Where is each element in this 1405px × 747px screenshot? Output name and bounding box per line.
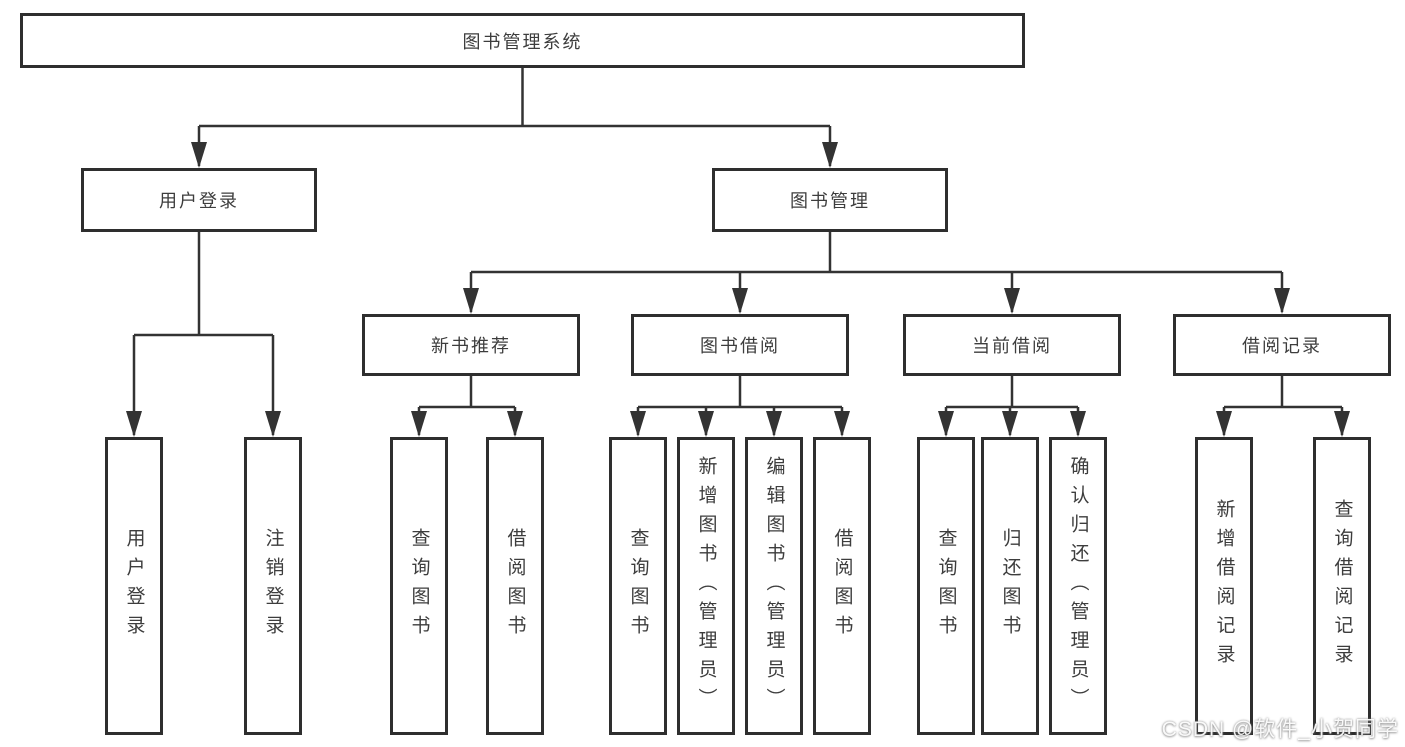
leaf-add-borrow-record: 新增借阅记录 <box>1195 437 1253 735</box>
leaf-return-books-label: 归还图书 <box>999 528 1021 644</box>
leaf-borrow-books-borrowing: 借阅图书 <box>813 437 871 735</box>
leaf-edit-books-admin: 编辑图书（管理员） <box>745 437 803 735</box>
leaf-query-borrow-record: 查询借阅记录 <box>1313 437 1371 735</box>
leaf-borrow-books-recommend-label: 借阅图书 <box>504 528 526 644</box>
connector-lines <box>132 68 1344 435</box>
leaf-query-books-recommend: 查询图书 <box>390 437 448 735</box>
leaf-query-books-recommend-label: 查询图书 <box>408 528 430 644</box>
node-library-system: 图书管理系统 <box>20 13 1025 68</box>
leaf-edit-books-admin-label: 编辑图书（管理员） <box>763 455 785 717</box>
node-new-book-recommendation: 新书推荐 <box>362 314 580 376</box>
leaf-return-books: 归还图书 <box>981 437 1039 735</box>
node-book-management: 图书管理 <box>712 168 948 232</box>
leaf-borrow-books-recommend: 借阅图书 <box>486 437 544 735</box>
leaf-logout-login: 注销登录 <box>244 437 302 735</box>
leaf-confirm-return-admin: 确认归还（管理员） <box>1049 437 1107 735</box>
leaf-query-books-current-label: 查询图书 <box>935 528 957 644</box>
leaf-confirm-return-admin-label: 确认归还（管理员） <box>1067 455 1089 717</box>
leaf-user-login-label: 用户登录 <box>123 528 145 644</box>
leaf-user-login: 用户登录 <box>105 437 163 735</box>
leaf-query-books-borrowing-label: 查询图书 <box>627 528 649 644</box>
arrowheads <box>126 142 1350 437</box>
leaf-logout-login-label: 注销登录 <box>262 528 284 644</box>
leaf-add-books-admin: 新增图书（管理员） <box>677 437 735 735</box>
leaf-add-borrow-record-label: 新增借阅记录 <box>1213 499 1235 673</box>
leaf-query-borrow-record-label: 查询借阅记录 <box>1331 499 1353 673</box>
leaf-borrow-books-borrowing-label: 借阅图书 <box>831 528 853 644</box>
node-borrowing-records: 借阅记录 <box>1173 314 1391 376</box>
leaf-query-books-current: 查询图书 <box>917 437 975 735</box>
leaf-query-books-borrowing: 查询图书 <box>609 437 667 735</box>
node-user-login: 用户登录 <box>81 168 317 232</box>
leaf-add-books-admin-label: 新增图书（管理员） <box>695 455 717 717</box>
node-book-borrowing: 图书借阅 <box>631 314 849 376</box>
node-current-borrowing: 当前借阅 <box>903 314 1121 376</box>
